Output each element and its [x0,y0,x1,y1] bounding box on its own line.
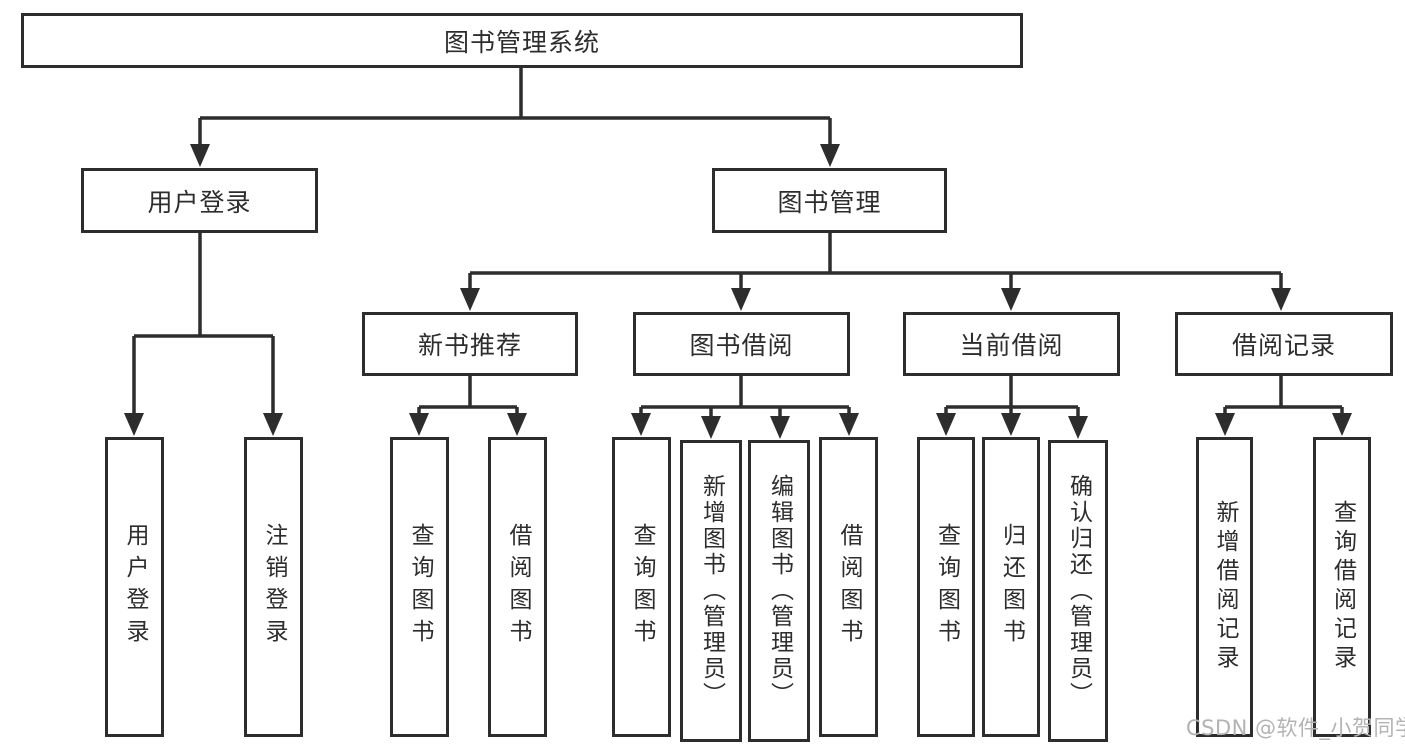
node-current-borrowing: 当前借阅 [903,312,1120,376]
leaf-borrowing-edit-books-admin: 编辑图书（管理员） [748,440,810,742]
node-label: 图书管理系统 [443,27,600,57]
leaf-user-login: 用户登录 [105,437,164,737]
node-label: 新书推荐 [417,331,522,360]
node-label: 查询借阅记录 [1329,500,1356,674]
node-label: 用户登录 [122,523,148,651]
connector-current-to-leaves [944,376,1080,419]
leaf-current-confirm-return-admin: 确认归还（管理员） [1048,440,1108,742]
leaf-logout: 注销登录 [244,437,303,737]
leaf-borrowing-query-books: 查询图书 [612,437,671,737]
leaf-records-add-record: 新增借阅记录 [1196,437,1253,737]
node-label: 注销登录 [261,523,287,651]
leaf-recommend-borrow-books: 借阅图书 [488,437,547,737]
node-library-system: 图书管理系统 [21,13,1023,68]
node-label: 查询图书 [933,523,960,651]
leaf-recommend-query-books: 查询图书 [390,437,449,737]
node-new-book-recommend: 新书推荐 [362,312,578,376]
node-label: 查询图书 [407,523,433,651]
node-user-login: 用户登录 [81,168,318,233]
arrowheads [124,144,1352,439]
node-label: 编辑图书（管理员） [766,474,793,708]
node-label: 图书借阅 [689,331,794,360]
leaf-borrowing-borrow-books: 借阅图书 [819,437,878,737]
node-book-management: 图书管理 [712,168,947,233]
csdn-watermark: CSDN @软件_小贺同学 [1186,716,1405,740]
node-borrowing-records: 借阅记录 [1175,312,1393,376]
node-label: 新增图书（管理员） [698,474,725,708]
node-label: 新增借阅记录 [1212,500,1238,674]
node-label: 查询图书 [629,523,655,651]
node-label: 借阅图书 [836,523,862,651]
node-label: 图书管理 [777,187,882,217]
node-label: 归还图书 [998,523,1025,651]
leaf-borrowing-add-books-admin: 新增图书（管理员） [680,440,742,742]
node-label: 借阅记录 [1231,331,1336,360]
node-label: 借阅图书 [505,523,531,651]
connector-record-to-leaves [1223,376,1344,416]
connector-book-mgmt-to-level3 [468,233,1283,291]
leaf-current-query-books: 查询图书 [917,437,975,737]
node-book-borrowing: 图书借阅 [633,312,850,376]
node-label: 当前借阅 [959,331,1064,360]
connector-user-login-to-leaves [132,233,275,416]
connector-new-rec-to-leaves [417,376,519,416]
leaf-records-query-record: 查询借阅记录 [1313,437,1371,737]
connector-root-to-level2 [198,68,832,147]
leaf-current-return-books: 归还图书 [982,437,1040,737]
node-label: 确认归还（管理员） [1065,474,1092,708]
node-label: 用户登录 [147,187,252,217]
connector-borrow-to-leaves [639,376,851,419]
